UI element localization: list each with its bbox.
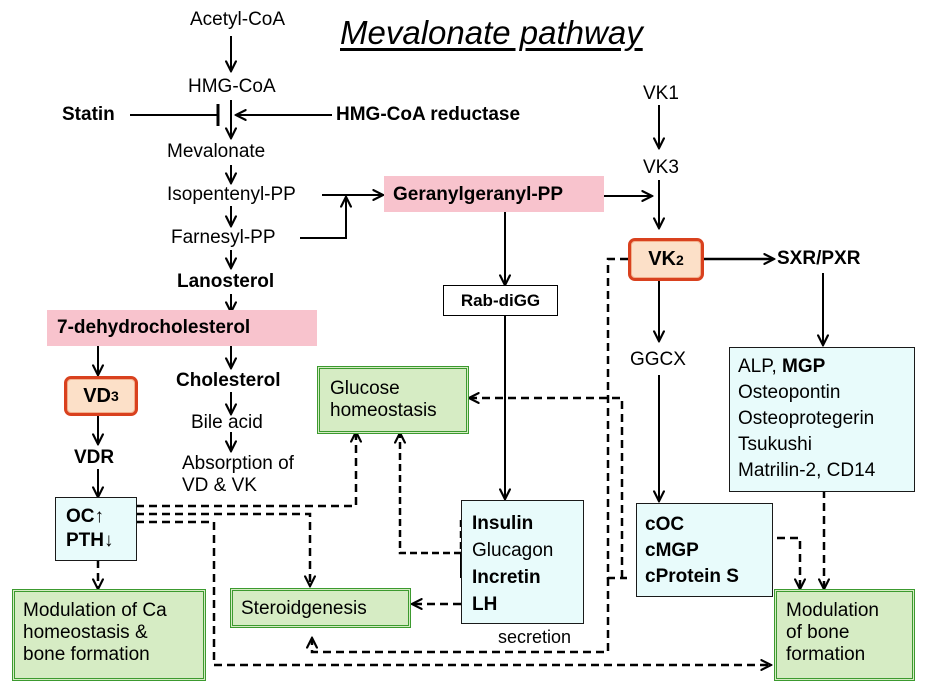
label-bile-acid: Bile acid bbox=[191, 412, 263, 433]
label-incretin: Incretin bbox=[472, 567, 541, 588]
rab-digg-box: Rab-diGG bbox=[443, 285, 558, 316]
label-alp-mgp: ALP, MGP bbox=[738, 356, 826, 377]
label-acetyl-coa: Acetyl-CoA bbox=[190, 9, 286, 30]
modulation-ca-box: Modulation of Ca homeostasis & bone form… bbox=[12, 589, 206, 681]
label-absorption: Absorption of VD & VK bbox=[182, 453, 294, 496]
label-modulation-ca: Modulation of Ca homeostasis & bone form… bbox=[23, 600, 167, 665]
modulation-bone-box: Modulation of bone formation bbox=[774, 589, 915, 681]
label-modulation-bone: Modulation of bone formation bbox=[786, 600, 879, 665]
sxr-target-box: ALP, MGP Osteopontin Osteoprotegerin Tsu… bbox=[729, 347, 915, 492]
label-vk3: VK3 bbox=[643, 157, 679, 178]
label-mevalonate: Mevalonate bbox=[167, 141, 266, 162]
page-title: Mevalonate pathway bbox=[340, 14, 643, 51]
dash-cprotein-glucose bbox=[470, 398, 624, 578]
label-osteopontin: Osteopontin bbox=[738, 382, 841, 403]
line-insulin-glucose bbox=[400, 434, 463, 555]
ggpp-highlight bbox=[384, 176, 604, 212]
label-statin: Statin bbox=[62, 104, 115, 125]
label-cmgp: cMGP bbox=[645, 540, 699, 561]
label-lh: LH bbox=[472, 594, 498, 615]
label-glucagon: Glucagon bbox=[472, 540, 554, 561]
label-vk1: VK1 bbox=[643, 83, 679, 104]
steroidgenesis-box: Steroidgenesis bbox=[230, 588, 411, 628]
label-osteoprotegerin: Osteoprotegerin bbox=[738, 408, 875, 429]
label-hmg-coa-reductase: HMG-CoA reductase bbox=[336, 104, 521, 125]
label-insulin: Insulin bbox=[472, 513, 534, 534]
arrow-farnesyl-ggpp bbox=[300, 198, 346, 239]
label-cprotein-s: cProtein S bbox=[645, 566, 739, 587]
label-secretion: secretion bbox=[498, 627, 572, 647]
label-pth: PTH↓ bbox=[66, 530, 114, 551]
dash-vk2-cproteins bbox=[606, 257, 628, 580]
dehydrocholesterol-highlight bbox=[47, 310, 317, 346]
label-tsukushi: Tsukushi bbox=[738, 434, 812, 455]
label-cholesterol: Cholesterol bbox=[176, 370, 281, 391]
label-vdr: VDR bbox=[74, 447, 115, 468]
label-isopentenyl-pp: Isopentenyl-PP bbox=[167, 184, 296, 205]
label-glucose-homeostasis: Glucose homeostasis bbox=[330, 378, 437, 421]
label-steroidgenesis: Steroidgenesis bbox=[241, 598, 367, 619]
label-geranylgeranyl-pp: Geranylgeranyl-PP bbox=[393, 184, 564, 205]
glucose-homeostasis-box: Glucose homeostasis bbox=[317, 366, 469, 434]
label-matrilin-cd14: Matrilin-2, CD14 bbox=[738, 460, 876, 481]
oc-pth-box: OC↑ PTH↓ bbox=[55, 497, 137, 561]
label-7-dehydrocholesterol: 7-dehydrocholesterol bbox=[57, 317, 251, 338]
dash-oc-bone bbox=[136, 520, 770, 665]
label-farnesyl-pp: Farnesyl-PP bbox=[171, 227, 276, 248]
dash-cprotein-steroid bbox=[312, 578, 610, 654]
label-sxr-pxr: SXR/PXR bbox=[777, 248, 861, 269]
label-lanosterol: Lanosterol bbox=[177, 271, 275, 292]
hormone-box: Insulin Glucagon Incretin LH bbox=[461, 500, 584, 624]
dash-oc-steroid bbox=[136, 512, 310, 585]
label-coc: cOC bbox=[645, 514, 685, 535]
label-hmg-coa: HMG-CoA bbox=[188, 76, 276, 97]
carboxylated-box: cOC cMGP cProtein S bbox=[636, 503, 773, 597]
label-ggcx: GGCX bbox=[630, 349, 686, 370]
label-oc: OC↑ bbox=[66, 506, 104, 527]
